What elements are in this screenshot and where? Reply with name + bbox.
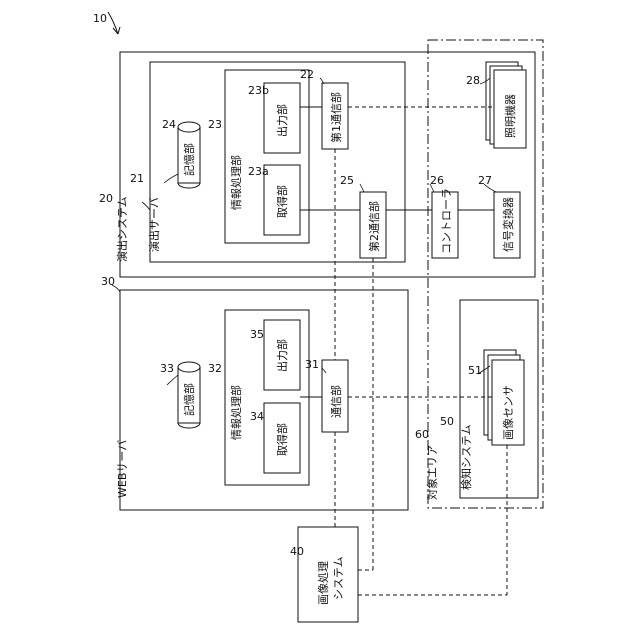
signal-converter-label: 信号変換器: [501, 197, 515, 252]
ref-27: 27: [478, 174, 492, 187]
ref-20: 20: [99, 192, 113, 205]
comm-b-label: 通信部: [329, 385, 343, 418]
lighting-label: 照明機器: [503, 94, 517, 138]
performance-server-label: 演出サーバ: [147, 197, 161, 252]
ref-24: 24: [162, 118, 176, 131]
ref-10: 10: [93, 12, 107, 25]
ref-31: 31: [305, 358, 319, 371]
web-server-label: WEBサーバ: [116, 440, 129, 498]
output-b-label: 出力部: [275, 339, 289, 372]
target-area-label: 対象エリア: [425, 445, 439, 500]
ref-35: 35: [250, 328, 264, 341]
ref-23: 23: [208, 118, 222, 131]
info-processing-a-label: 情報処理部: [229, 155, 243, 210]
image-processing-label-line1: 画像処理: [317, 561, 330, 605]
comm2-label: 第2通信部: [367, 201, 381, 252]
figure-ref-arrow: [108, 12, 118, 34]
ref-51: 51: [468, 364, 482, 377]
ref-28: 28: [466, 74, 480, 87]
storage-a-label: 記憶部: [182, 143, 196, 176]
image-processing-label-line2: システム: [332, 556, 345, 600]
info-processing-b-label: 情報処理部: [229, 385, 243, 440]
performance-system-label: 演出システム: [115, 196, 129, 262]
storage-b-label: 記憶部: [182, 383, 196, 416]
ref-32: 32: [208, 362, 222, 375]
ref-50: 50: [440, 415, 454, 428]
comm1-label: 第1通信部: [329, 92, 343, 143]
ref-23b: 23b: [248, 84, 269, 97]
ref-26: 26: [430, 174, 444, 187]
detection-system-label: 検知システム: [459, 424, 473, 490]
acquire-a-label: 取得部: [275, 185, 289, 218]
ref-25: 25: [340, 174, 354, 187]
ref-23a: 23a: [248, 165, 269, 178]
acquire-b-label: 取得部: [275, 423, 289, 456]
ref-40: 40: [290, 545, 304, 558]
ref-60: 60: [415, 428, 429, 441]
ref-22: 22: [300, 68, 314, 81]
ref-30: 30: [101, 275, 115, 288]
ref-33: 33: [160, 362, 174, 375]
ref-34: 34: [250, 410, 264, 423]
image-sensor-label: 画像センサ: [502, 385, 515, 440]
output-a-label: 出力部: [275, 104, 289, 137]
controller-label: コントローラ: [440, 188, 453, 254]
ref-21: 21: [130, 172, 144, 185]
